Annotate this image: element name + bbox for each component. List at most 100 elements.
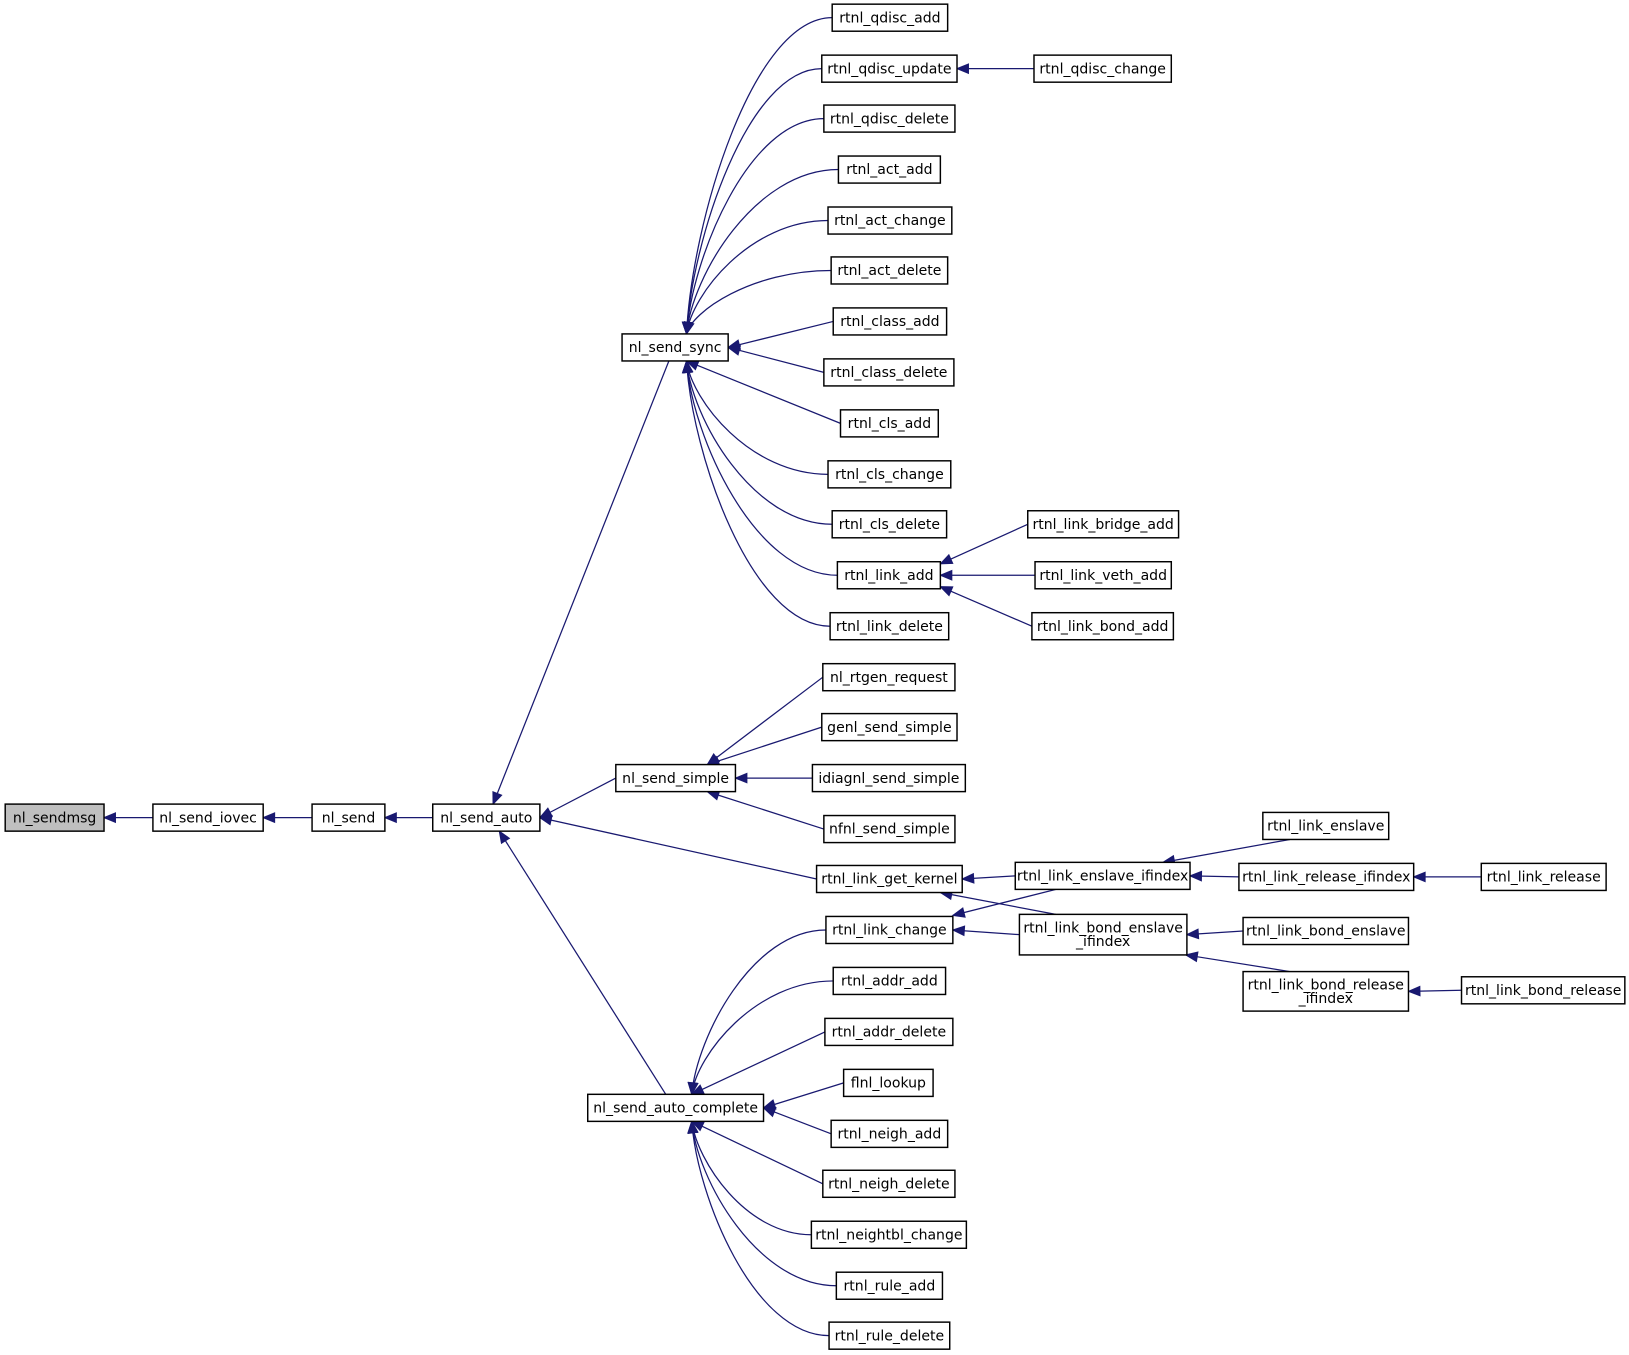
node-label: rtnl_act_add (846, 162, 932, 178)
node-nl-send-sync[interactable]: nl_send_sync (621, 333, 729, 362)
node-box (837, 155, 942, 184)
node-box (832, 966, 947, 996)
node-nl-send-auto-complete[interactable]: nl_send_auto_complete (587, 1093, 765, 1123)
node-rtnl-neigh-add[interactable]: rtnl_neigh_add (830, 1119, 949, 1149)
node-box (1031, 611, 1175, 641)
node-rtnl-link-release-ifindex[interactable]: rtnl_link_release_ifindex (1238, 862, 1415, 892)
node-box (621, 333, 729, 362)
node-rtnl-class-add[interactable]: rtnl_class_add (832, 307, 948, 336)
edge-rtnl_neigh_add-to-nl_send_auto_complete (763, 1107, 832, 1135)
node-box (1034, 560, 1173, 590)
node-rtnl-qdisc-add[interactable]: rtnl_qdisc_add (831, 3, 949, 32)
node-rtnl-link-bond-enslave-ifindex[interactable]: rtnl_link_bond_enslave_ifindex (1018, 913, 1188, 956)
node-rtnl-qdisc-change[interactable]: rtnl_qdisc_change (1033, 54, 1173, 83)
node-rtnl-link-release[interactable]: rtnl_link_release (1480, 862, 1607, 892)
edge-rtnl_cls_change-to-nl_send_sync (685, 360, 829, 475)
node-rtnl-neightbl-change[interactable]: rtnl_neightbl_change (810, 1220, 968, 1250)
node-rtnl-addr-add[interactable]: rtnl_addr_add (832, 966, 947, 996)
node-box (1014, 861, 1191, 891)
arrowhead (1185, 928, 1200, 940)
edge-rtnl_link_add-to-nl_send_sync (685, 360, 838, 576)
edge-nl_send_simple-to-nl_send_auto (539, 777, 617, 819)
arrowhead (1188, 870, 1203, 882)
node-box (821, 54, 958, 83)
node-rtnl-link-add[interactable]: rtnl_link_add (836, 560, 942, 590)
node-rtnl-link-bond-release[interactable]: rtnl_link_bond_release (1460, 976, 1626, 1005)
node-box (825, 915, 954, 945)
node-box (587, 1093, 765, 1123)
node-rtnl-link-change[interactable]: rtnl_link_change (825, 915, 954, 945)
arrowhead (734, 772, 748, 784)
node-rtnl-act-add[interactable]: rtnl_act_add (837, 155, 942, 184)
node-label: nl_send (322, 810, 376, 826)
edge-layer (102, 17, 1482, 1337)
node-box (824, 1017, 954, 1047)
node-nl-send-simple[interactable]: nl_send_simple (615, 763, 737, 793)
node-label: rtnl_link_get_kernel (821, 872, 957, 888)
node-box (1018, 913, 1188, 956)
arrowhead (1407, 985, 1421, 997)
node-nl-sendmsg[interactable]: nl_sendmsg (4, 803, 105, 832)
node-box (823, 358, 955, 387)
arrowhead (1412, 871, 1426, 883)
node-flnl-lookup[interactable]: flnl_lookup (842, 1068, 934, 1098)
node-box (822, 662, 956, 692)
node-label: rtnl_link_add (844, 568, 933, 584)
node-layer: nl_sendmsg nl_send_iovec nl_send nl_send_au… (4, 3, 1626, 1350)
node-idiagnl-send-simple[interactable]: idiagnl_send_simple (811, 763, 967, 793)
node-rtnl-link-bond-release-ifindex[interactable]: rtnl_link_bond_release_ifindex (1242, 970, 1410, 1012)
node-rtnl-link-veth-add[interactable]: rtnl_link_veth_add (1034, 560, 1173, 590)
arrowhead (383, 812, 397, 824)
node-rtnl-cls-change[interactable]: rtnl_cls_change (827, 460, 952, 489)
node-rtnl-link-bond-add[interactable]: rtnl_link_bond_add (1031, 611, 1175, 641)
node-rtnl-act-delete[interactable]: rtnl_act_delete (830, 256, 949, 285)
arrowhead (960, 872, 975, 884)
node-rtnl-rule-add[interactable]: rtnl_rule_add (835, 1271, 944, 1300)
node-rtnl-cls-add[interactable]: rtnl_cls_add (839, 409, 940, 438)
edge-nfnl_send_simple-to-nl_send_simple (707, 791, 825, 830)
node-nl-send[interactable]: nl_send (311, 803, 386, 832)
node-label: rtnl_cls_delete (839, 517, 940, 533)
arrowhead (498, 829, 511, 845)
edge-rtnl_link_delete-to-nl_send_sync (685, 360, 831, 627)
node-box (4, 803, 105, 832)
node-rtnl-link-get-kernel[interactable]: rtnl_link_get_kernel (815, 864, 963, 894)
edge-nl_send_sync-to-nl_send_auto (492, 360, 670, 805)
node-rtnl-act-change[interactable]: rtnl_act_change (827, 206, 953, 235)
edge-rtnl_addr_delete-to-nl_send_auto_complete (691, 1031, 826, 1095)
node-nl-rtgen-request[interactable]: nl_rtgen_request (822, 662, 956, 692)
node-label: rtnl_addr_add (841, 974, 938, 990)
node-label: rtnl_link_change (832, 923, 947, 939)
node-genl-send-simple[interactable]: genl_send_simple (821, 712, 958, 742)
node-nl-send-iovec[interactable]: nl_send_iovec (152, 803, 264, 832)
node-label: rtnl_link_veth_add (1039, 568, 1167, 584)
node-box (152, 803, 264, 832)
edge-rtnl_addr_add-to-nl_send_auto_complete (691, 980, 834, 1095)
node-box (811, 763, 967, 793)
node-box (835, 1271, 944, 1300)
arrowhead (687, 1119, 699, 1134)
node-nfnl-send-simple[interactable]: nfnl_send_simple (823, 814, 956, 844)
node-rtnl-addr-delete[interactable]: rtnl_addr_delete (824, 1017, 954, 1047)
edge-rtnl_cls_delete-to-nl_send_sync (685, 360, 833, 525)
node-label: rtnl_qdisc_add (839, 10, 940, 26)
edge-rtnl_neigh_delete-to-nl_send_auto_complete (691, 1120, 824, 1185)
edge-rtnl_qdisc_delete-to-nl_send_sync (685, 117, 824, 334)
node-rtnl-link-bond-enslave[interactable]: rtnl_link_bond_enslave (1242, 916, 1410, 946)
edge-rtnl_qdisc_add-to-nl_send_sync (685, 17, 833, 334)
node-rtnl-qdisc-update[interactable]: rtnl_qdisc_update (821, 54, 958, 83)
node-nl-send-auto[interactable]: nl_send_auto (432, 803, 541, 832)
node-rtnl-link-enslave-ifindex[interactable]: rtnl_link_enslave_ifindex (1014, 861, 1191, 891)
node-box (827, 460, 952, 489)
node-rtnl-rule-delete[interactable]: rtnl_rule_delete (828, 1321, 951, 1350)
node-box (432, 803, 541, 832)
node-rtnl-cls-delete[interactable]: rtnl_cls_delete (831, 510, 948, 539)
edge-rtnl_class_add-to-nl_send_sync (728, 320, 834, 349)
node-rtnl-link-bridge-add[interactable]: rtnl_link_bridge_add (1027, 510, 1180, 539)
node-rtnl-link-enslave[interactable]: rtnl_link_enslave (1262, 811, 1390, 841)
node-rtnl-qdisc-delete[interactable]: rtnl_qdisc_delete (823, 104, 956, 133)
node-rtnl-link-delete[interactable]: rtnl_link_delete (829, 611, 950, 641)
node-rtnl-class-delete[interactable]: rtnl_class_delete (823, 358, 955, 387)
node-rtnl-neigh-delete[interactable]: rtnl_neigh_delete (822, 1169, 956, 1199)
